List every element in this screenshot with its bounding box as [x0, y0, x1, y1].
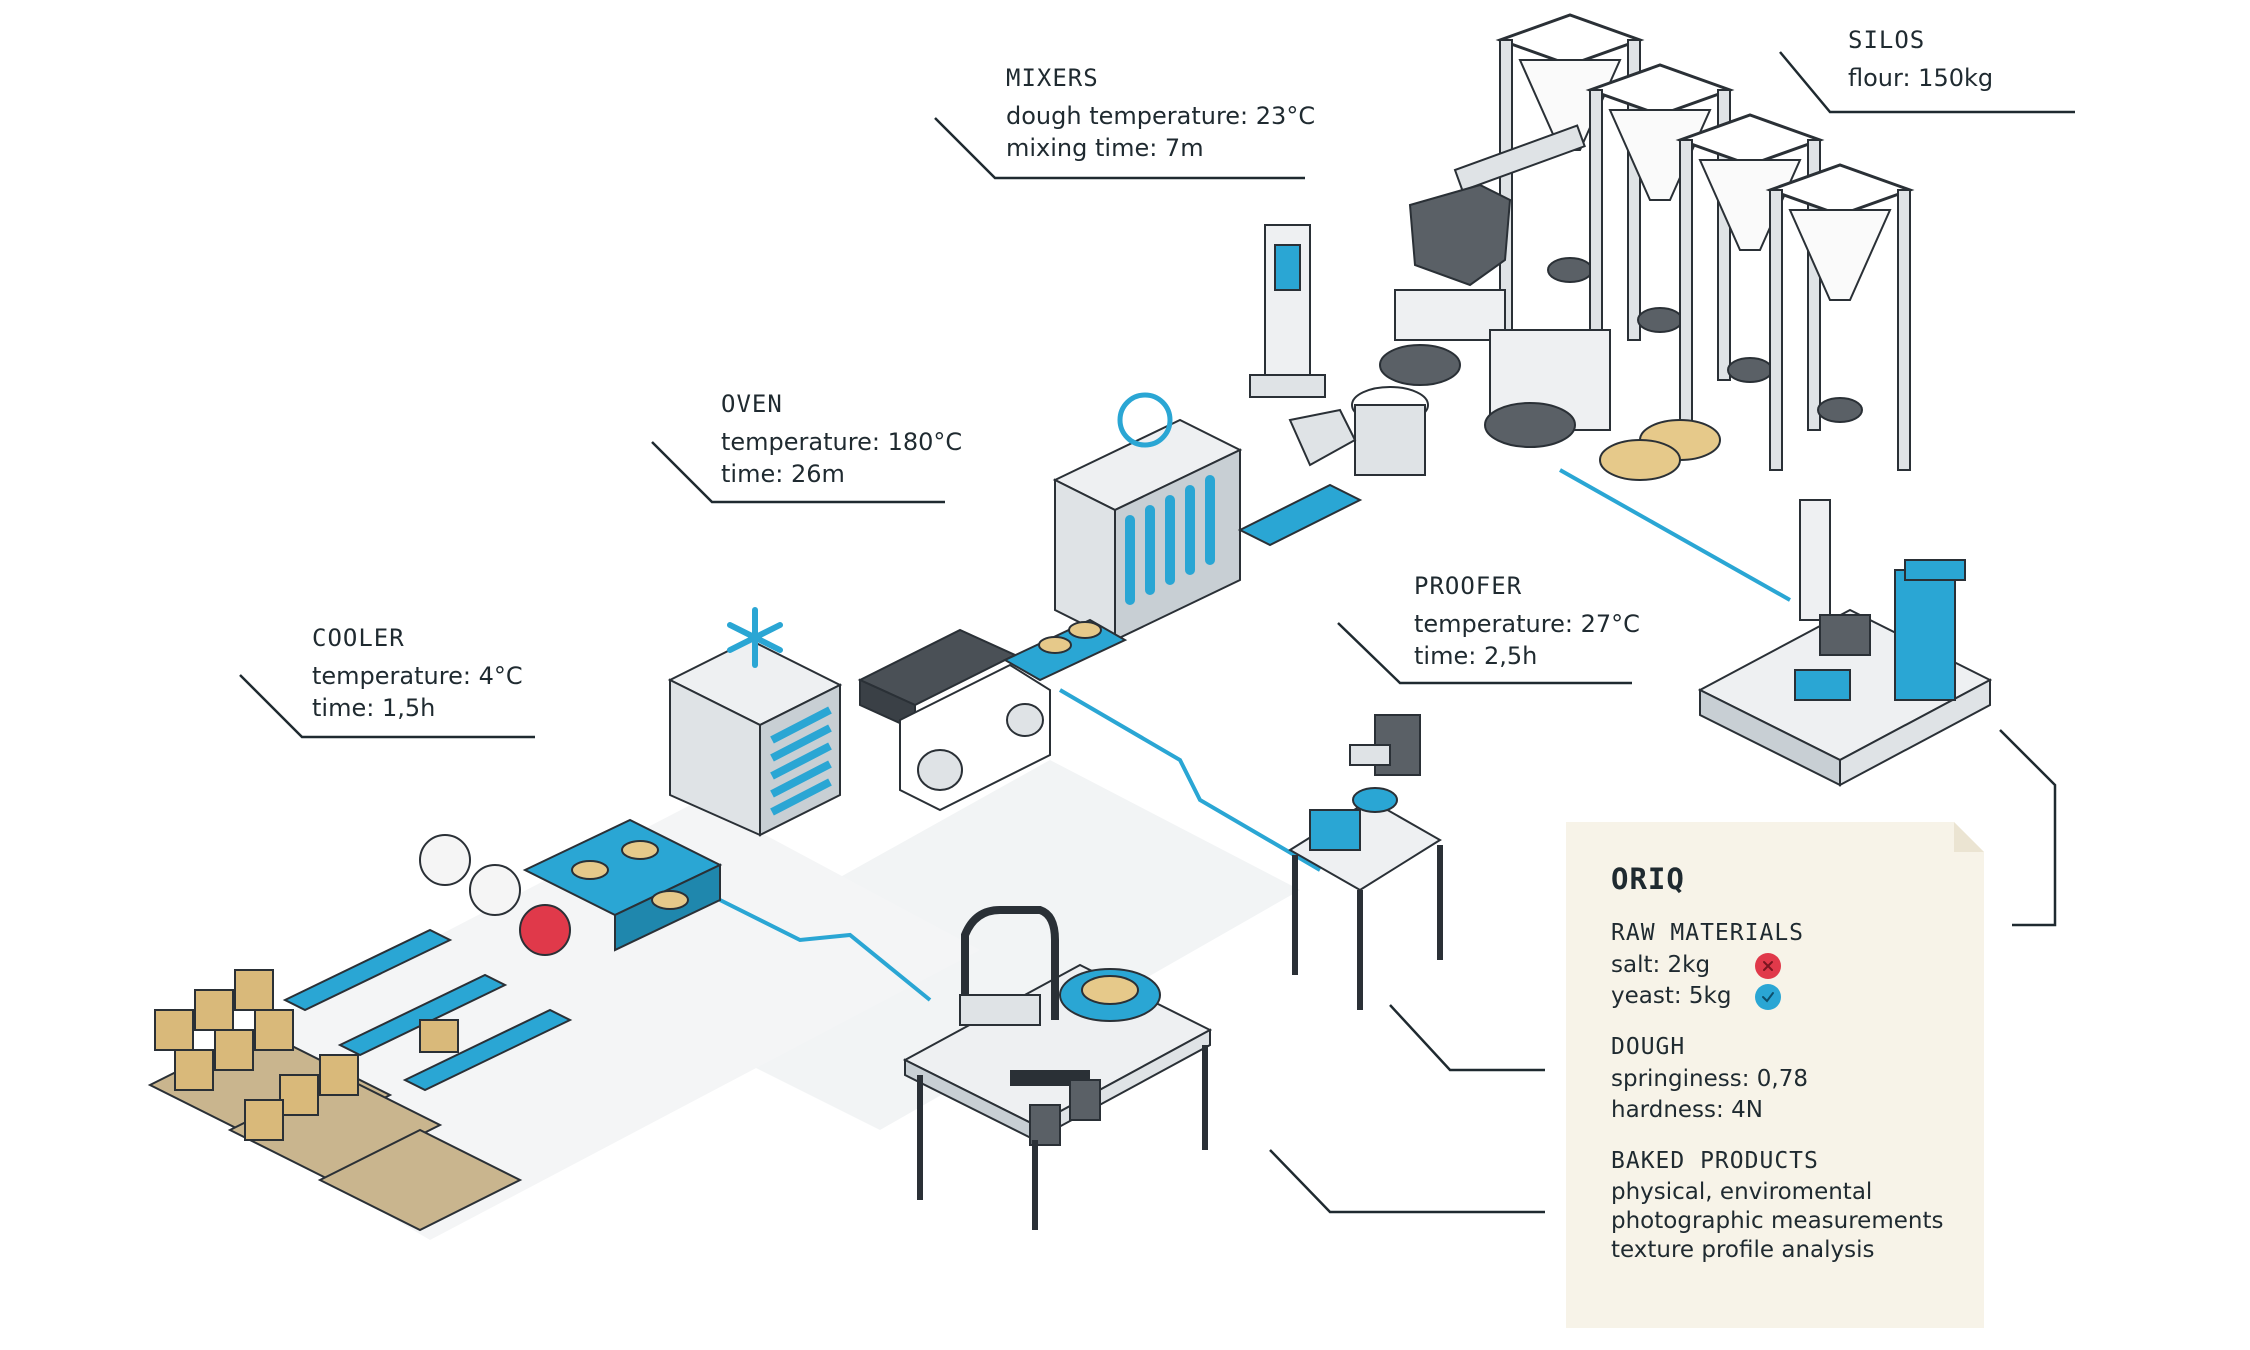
- cooler-temperature: temperature: 4°C: [312, 662, 523, 690]
- leader-lines: [239, 51, 2075, 1214]
- dough-springiness: springiness: 0,78: [1611, 1066, 1808, 1092]
- mixers: [1351, 124, 1611, 476]
- proofer-temperature: temperature: 27°C: [1414, 610, 1640, 638]
- cooler-title: COOLER: [312, 624, 405, 652]
- dough-heading: DOUGH: [1611, 1034, 1686, 1060]
- data-cables: [719, 468, 1791, 1002]
- dough-hardness: hardness: 4N: [1611, 1097, 1763, 1123]
- raw-material-salt: salt: 2kg: [1611, 950, 1964, 981]
- mixers-title: MIXERS: [1006, 64, 1099, 92]
- proofer-label: PROOFER temperature: 27°C time: 2,5h: [1414, 572, 1640, 672]
- mixers-label: MIXERS dough temperature: 23°C mixing ti…: [1006, 64, 1315, 164]
- baked-texture: texture profile analysis: [1611, 1237, 1875, 1263]
- cooler: [667, 607, 843, 837]
- silos-label: SILOS flour: 150kg: [1848, 26, 1993, 94]
- card-background: [1566, 822, 1984, 1328]
- oriq-card: ORIQ RAW MATERIALS salt: 2kg yeast: 5kg …: [1566, 822, 1984, 1328]
- yeast-label: yeast: 5kg: [1611, 983, 1732, 1009]
- silos-flour: flour: 150kg: [1848, 64, 1994, 92]
- card-brand: ORIQ: [1611, 862, 1685, 896]
- proofer-time: time: 2,5h: [1414, 642, 1538, 670]
- camera-station: [902, 906, 1213, 1230]
- raw-material-yeast: yeast: 5kg: [1611, 981, 1964, 1012]
- raw-materials-heading: RAW MATERIALS: [1611, 920, 1805, 946]
- texture-analyzer: [1288, 714, 1443, 1010]
- oven-label: OVEN temperature: 180°C time: 26m: [721, 390, 962, 490]
- check-icon: [1755, 983, 1781, 1010]
- salt-label: salt: 2kg: [1611, 952, 1711, 978]
- control-kiosk: [1249, 224, 1326, 398]
- baked-products-heading: BAKED PRODUCTS: [1611, 1148, 1819, 1174]
- oven: [857, 618, 1128, 812]
- cooler-time: time: 1,5h: [312, 694, 436, 722]
- oven-time: time: 26m: [721, 460, 845, 488]
- oven-title: OVEN: [721, 390, 783, 418]
- mixers-mixing-time: mixing time: 7m: [1006, 134, 1204, 162]
- baked-photographic: photographic measurements: [1611, 1208, 1944, 1234]
- conveyor: [282, 818, 723, 1092]
- error-icon: [1755, 952, 1781, 979]
- oven-temperature: temperature: 180°C: [721, 428, 963, 456]
- baked-physical: physical, enviromental: [1611, 1179, 1873, 1205]
- flour-sacks: [1599, 419, 1721, 481]
- weighing-station: [1697, 499, 1993, 787]
- cooler-label: COOLER temperature: 4°C time: 1,5h: [312, 624, 523, 724]
- proofer: [1052, 392, 1363, 642]
- silos: [1495, 13, 1915, 471]
- pallets: [147, 969, 523, 1232]
- mixers-dough-temperature: dough temperature: 23°C: [1006, 102, 1316, 130]
- proofer-title: PROOFER: [1414, 572, 1523, 600]
- silos-title: SILOS: [1848, 26, 1926, 54]
